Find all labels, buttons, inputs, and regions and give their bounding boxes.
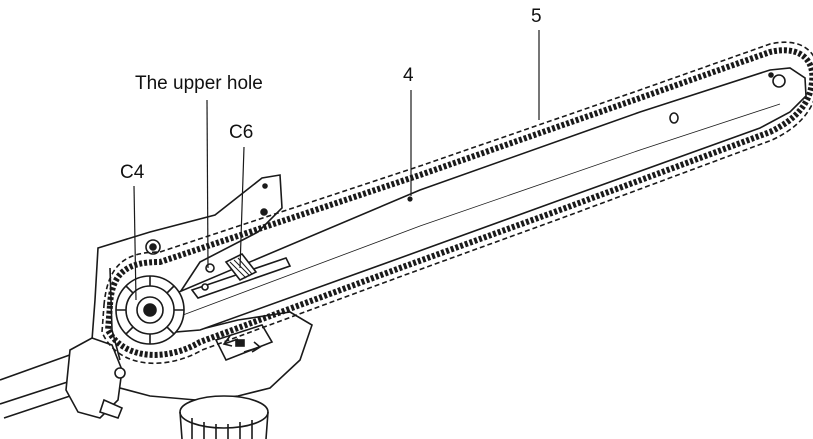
- leader-c4: [133, 185, 137, 301]
- tension-knob: [179, 395, 269, 439]
- leader-upper-hole: [206, 99, 209, 269]
- saw-chain: [101, 41, 813, 365]
- guide-bar: [159, 67, 807, 333]
- callout-guide-bar: 4: [403, 65, 414, 86]
- bar-slot: [190, 252, 292, 299]
- drive-sprocket: [115, 275, 185, 345]
- leader-c6: [239, 146, 245, 269]
- direction-plate: [214, 324, 274, 362]
- callout-saw-chain: 5: [531, 6, 542, 27]
- leader-lines: [133, 30, 540, 301]
- rear-coupling: [65, 337, 126, 419]
- callout-upper-hole: The upper hole: [135, 73, 263, 94]
- callout-c4: C4: [120, 162, 145, 183]
- callout-c6: C6: [229, 122, 254, 143]
